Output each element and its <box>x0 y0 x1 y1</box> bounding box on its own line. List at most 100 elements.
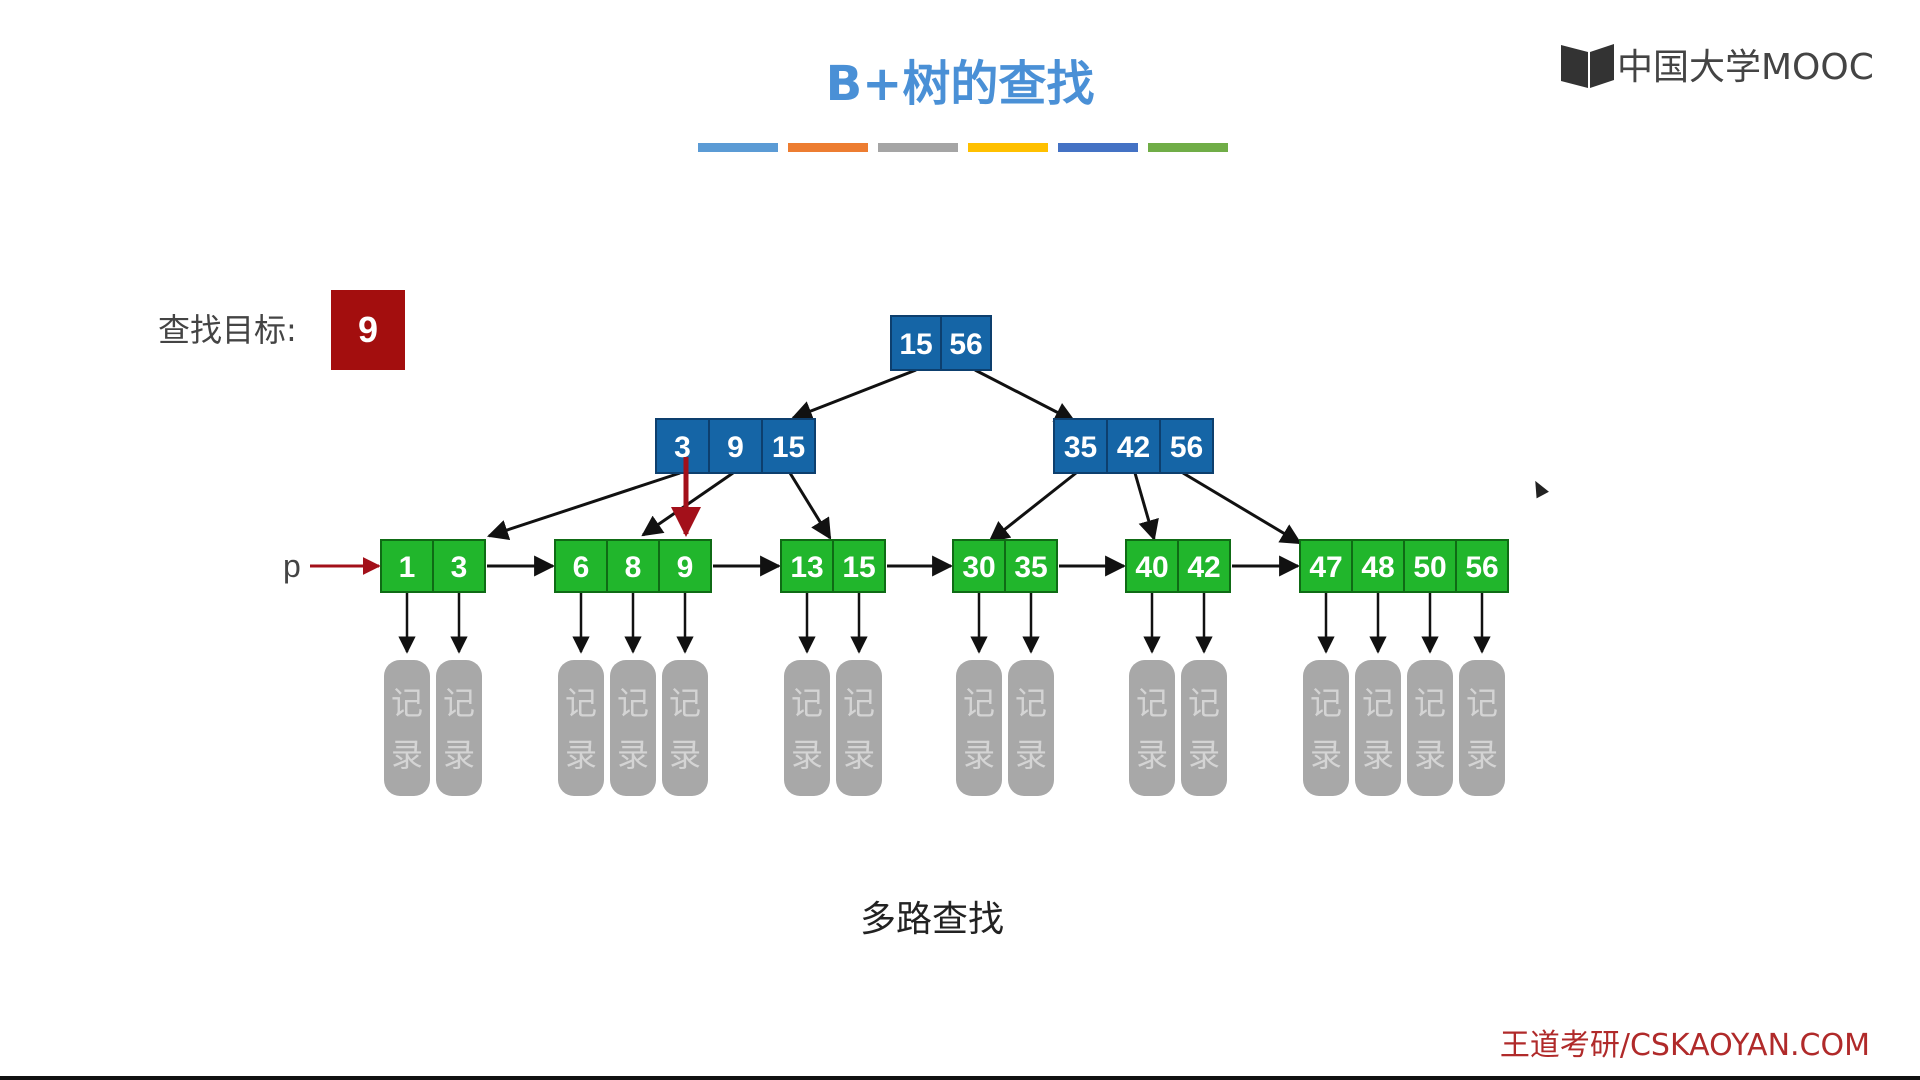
record-text: 记 <box>669 685 701 721</box>
node-key-cell <box>655 418 710 474</box>
record-text: 录 <box>669 737 701 773</box>
node-key-text: 9 <box>677 551 694 584</box>
record-text: 记 <box>1310 685 1342 721</box>
search-target-label: 查找目标: <box>158 311 297 349</box>
node-key-text: 35 <box>1014 551 1047 584</box>
node-key-text: 3 <box>674 431 691 464</box>
node-key-cell <box>832 539 886 593</box>
node-key-text: 47 <box>1309 551 1342 584</box>
record-block: 记录 <box>662 660 708 796</box>
node-key-cell <box>1177 539 1231 593</box>
record-text: 记 <box>1188 685 1220 721</box>
node-key-cell <box>761 418 816 474</box>
record-block: 记录 <box>1303 660 1349 796</box>
book-icon <box>1561 44 1614 88</box>
record-text: 记 <box>1136 685 1168 721</box>
node-key-text: 42 <box>1187 551 1220 584</box>
record-capsule <box>1129 660 1175 796</box>
node-key-text: 35 <box>1064 431 1097 464</box>
record-text: 录 <box>1466 737 1498 773</box>
tree-link-arrow <box>1133 472 1159 542</box>
tree-link-arrow <box>988 471 1077 543</box>
record-capsule <box>436 660 482 796</box>
node-key-text: 42 <box>1117 431 1150 464</box>
record-block: 记录 <box>784 660 830 796</box>
node-key-cell <box>432 539 486 593</box>
tree-links <box>398 368 1491 654</box>
node-key-text: 15 <box>772 431 805 464</box>
record-text: 录 <box>565 737 597 773</box>
node-key-cell <box>1004 539 1058 593</box>
node-key-cell <box>1159 418 1214 474</box>
title-stripe <box>968 143 1048 152</box>
record-capsule <box>1355 660 1401 796</box>
record-block: 记录 <box>1008 660 1054 796</box>
title-stripe <box>1058 143 1138 152</box>
title-stripe <box>788 143 868 152</box>
screen-bottom-edge <box>0 1076 1920 1080</box>
node-key-cell <box>1403 539 1457 593</box>
record-text: 录 <box>617 737 649 773</box>
record-text: 录 <box>791 737 823 773</box>
record-text: 录 <box>843 737 875 773</box>
title-stripe <box>878 143 958 152</box>
node-key-text: 1 <box>399 551 416 584</box>
record-capsule <box>610 660 656 796</box>
record-text: 记 <box>843 685 875 721</box>
pointer-label: p <box>283 548 301 584</box>
record-block: 记录 <box>1459 660 1505 796</box>
leaf-node: 40 42 <box>1125 539 1231 593</box>
record-text: 记 <box>565 685 597 721</box>
record-block: 记录 <box>836 660 882 796</box>
node-key-cell <box>890 315 942 371</box>
internal-node: 35 42 56 <box>1053 418 1214 474</box>
slide-title: B+树的查找 <box>826 56 1095 112</box>
record-block: 记录 <box>1407 660 1453 796</box>
record-block: 记录 <box>1129 660 1175 796</box>
node-key-cell <box>780 539 834 593</box>
node-key-text: 13 <box>790 551 823 584</box>
record-text: 记 <box>391 685 423 721</box>
title-color-stripes <box>698 143 1228 152</box>
node-key-text: 40 <box>1135 551 1168 584</box>
record-capsule <box>836 660 882 796</box>
record-capsule <box>1407 660 1453 796</box>
search-target-box <box>331 290 405 370</box>
record-block: 记录 <box>558 660 604 796</box>
record-capsule <box>1008 660 1054 796</box>
title-stripe <box>1148 143 1228 152</box>
record-block: 记录 <box>1355 660 1401 796</box>
record-text: 录 <box>391 737 423 773</box>
tree-link-arrow <box>487 471 681 541</box>
node-key-text: 50 <box>1413 551 1446 584</box>
record-text: 录 <box>963 737 995 773</box>
cskaoyan-watermark: 王道考研/CSKAOYAN.COM <box>1500 1028 1870 1063</box>
node-key-cell <box>1299 539 1353 593</box>
tree-link-arrow <box>788 472 832 540</box>
search-target-value: 9 <box>358 309 378 350</box>
node-key-cell <box>1106 418 1161 474</box>
node-key-text: 56 <box>1170 431 1203 464</box>
node-key-text: 8 <box>625 551 642 584</box>
record-text: 录 <box>1136 737 1168 773</box>
record-capsule <box>1459 660 1505 796</box>
node-key-cell <box>1455 539 1509 593</box>
record-text: 录 <box>1362 737 1394 773</box>
record-capsule <box>1303 660 1349 796</box>
record-text: 录 <box>1310 737 1342 773</box>
node-key-cell <box>952 539 1006 593</box>
record-block: 记录 <box>384 660 430 796</box>
node-key-text: 15 <box>899 328 932 361</box>
record-text: 记 <box>443 685 475 721</box>
record-text: 录 <box>443 737 475 773</box>
tree-link-arrow <box>1182 471 1302 545</box>
mooc-brand-text: 中国大学MOOC <box>1617 47 1874 88</box>
